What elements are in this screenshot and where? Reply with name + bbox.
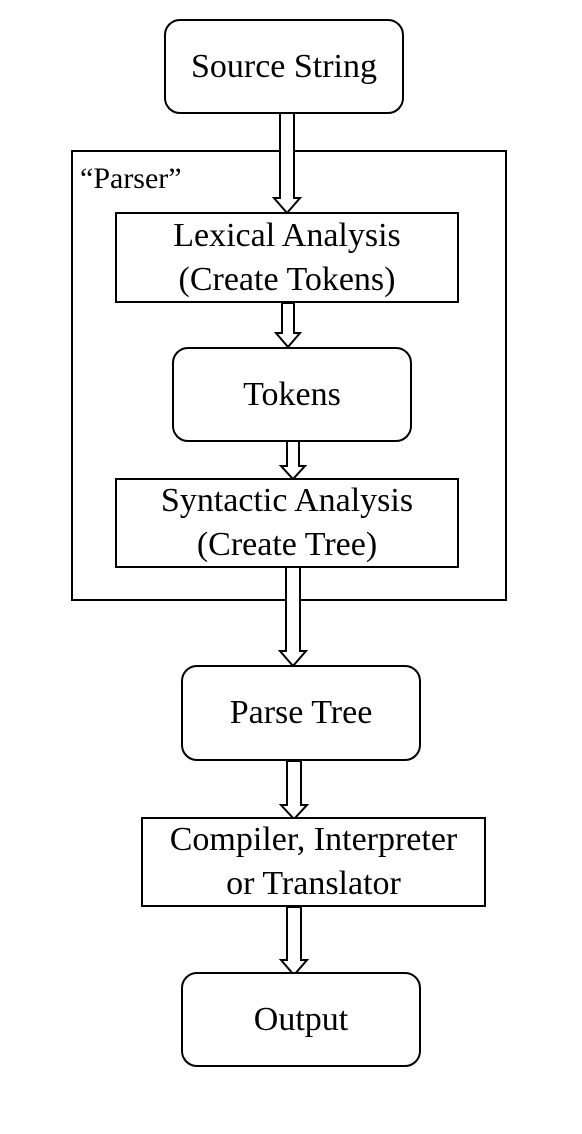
arrow-syntactic-to-parse-tree [277,566,309,668]
node-label-line: Output [253,1000,349,1038]
node-syntactic-analysis: Syntactic Analysis (Create Tree) [115,478,459,568]
node-source-string: Source String [164,19,404,114]
arrow-lexical-to-tokens [273,302,303,349]
arrow-source-to-lexical [271,111,303,215]
node-compiler: Compiler, Interpreter or Translator [141,817,486,907]
arrow-parse-tree-to-compiler [278,760,310,821]
arrow-compiler-to-output [278,906,310,977]
node-label-line: Lexical Analysis [173,216,401,254]
node-output: Output [181,972,421,1067]
node-parse-tree: Parse Tree [181,665,421,761]
node-label-line: Syntactic Analysis [160,482,414,519]
node-label-line: Tokens [243,375,341,413]
node-label-line: (Create Tree) [196,526,378,563]
node-label-line: or Translator [226,865,401,902]
arrow-tokens-to-syntactic [278,440,308,481]
node-label-line: (Create Tokens) [178,260,396,298]
node-lexical-analysis: Lexical Analysis (Create Tokens) [115,212,459,303]
node-label-line: Compiler, Interpreter [169,821,458,858]
node-label-line: Source String [190,47,378,85]
node-label-line: Parse Tree [229,694,373,731]
node-tokens: Tokens [172,347,412,442]
parser-group-label: “Parser” [80,162,182,195]
